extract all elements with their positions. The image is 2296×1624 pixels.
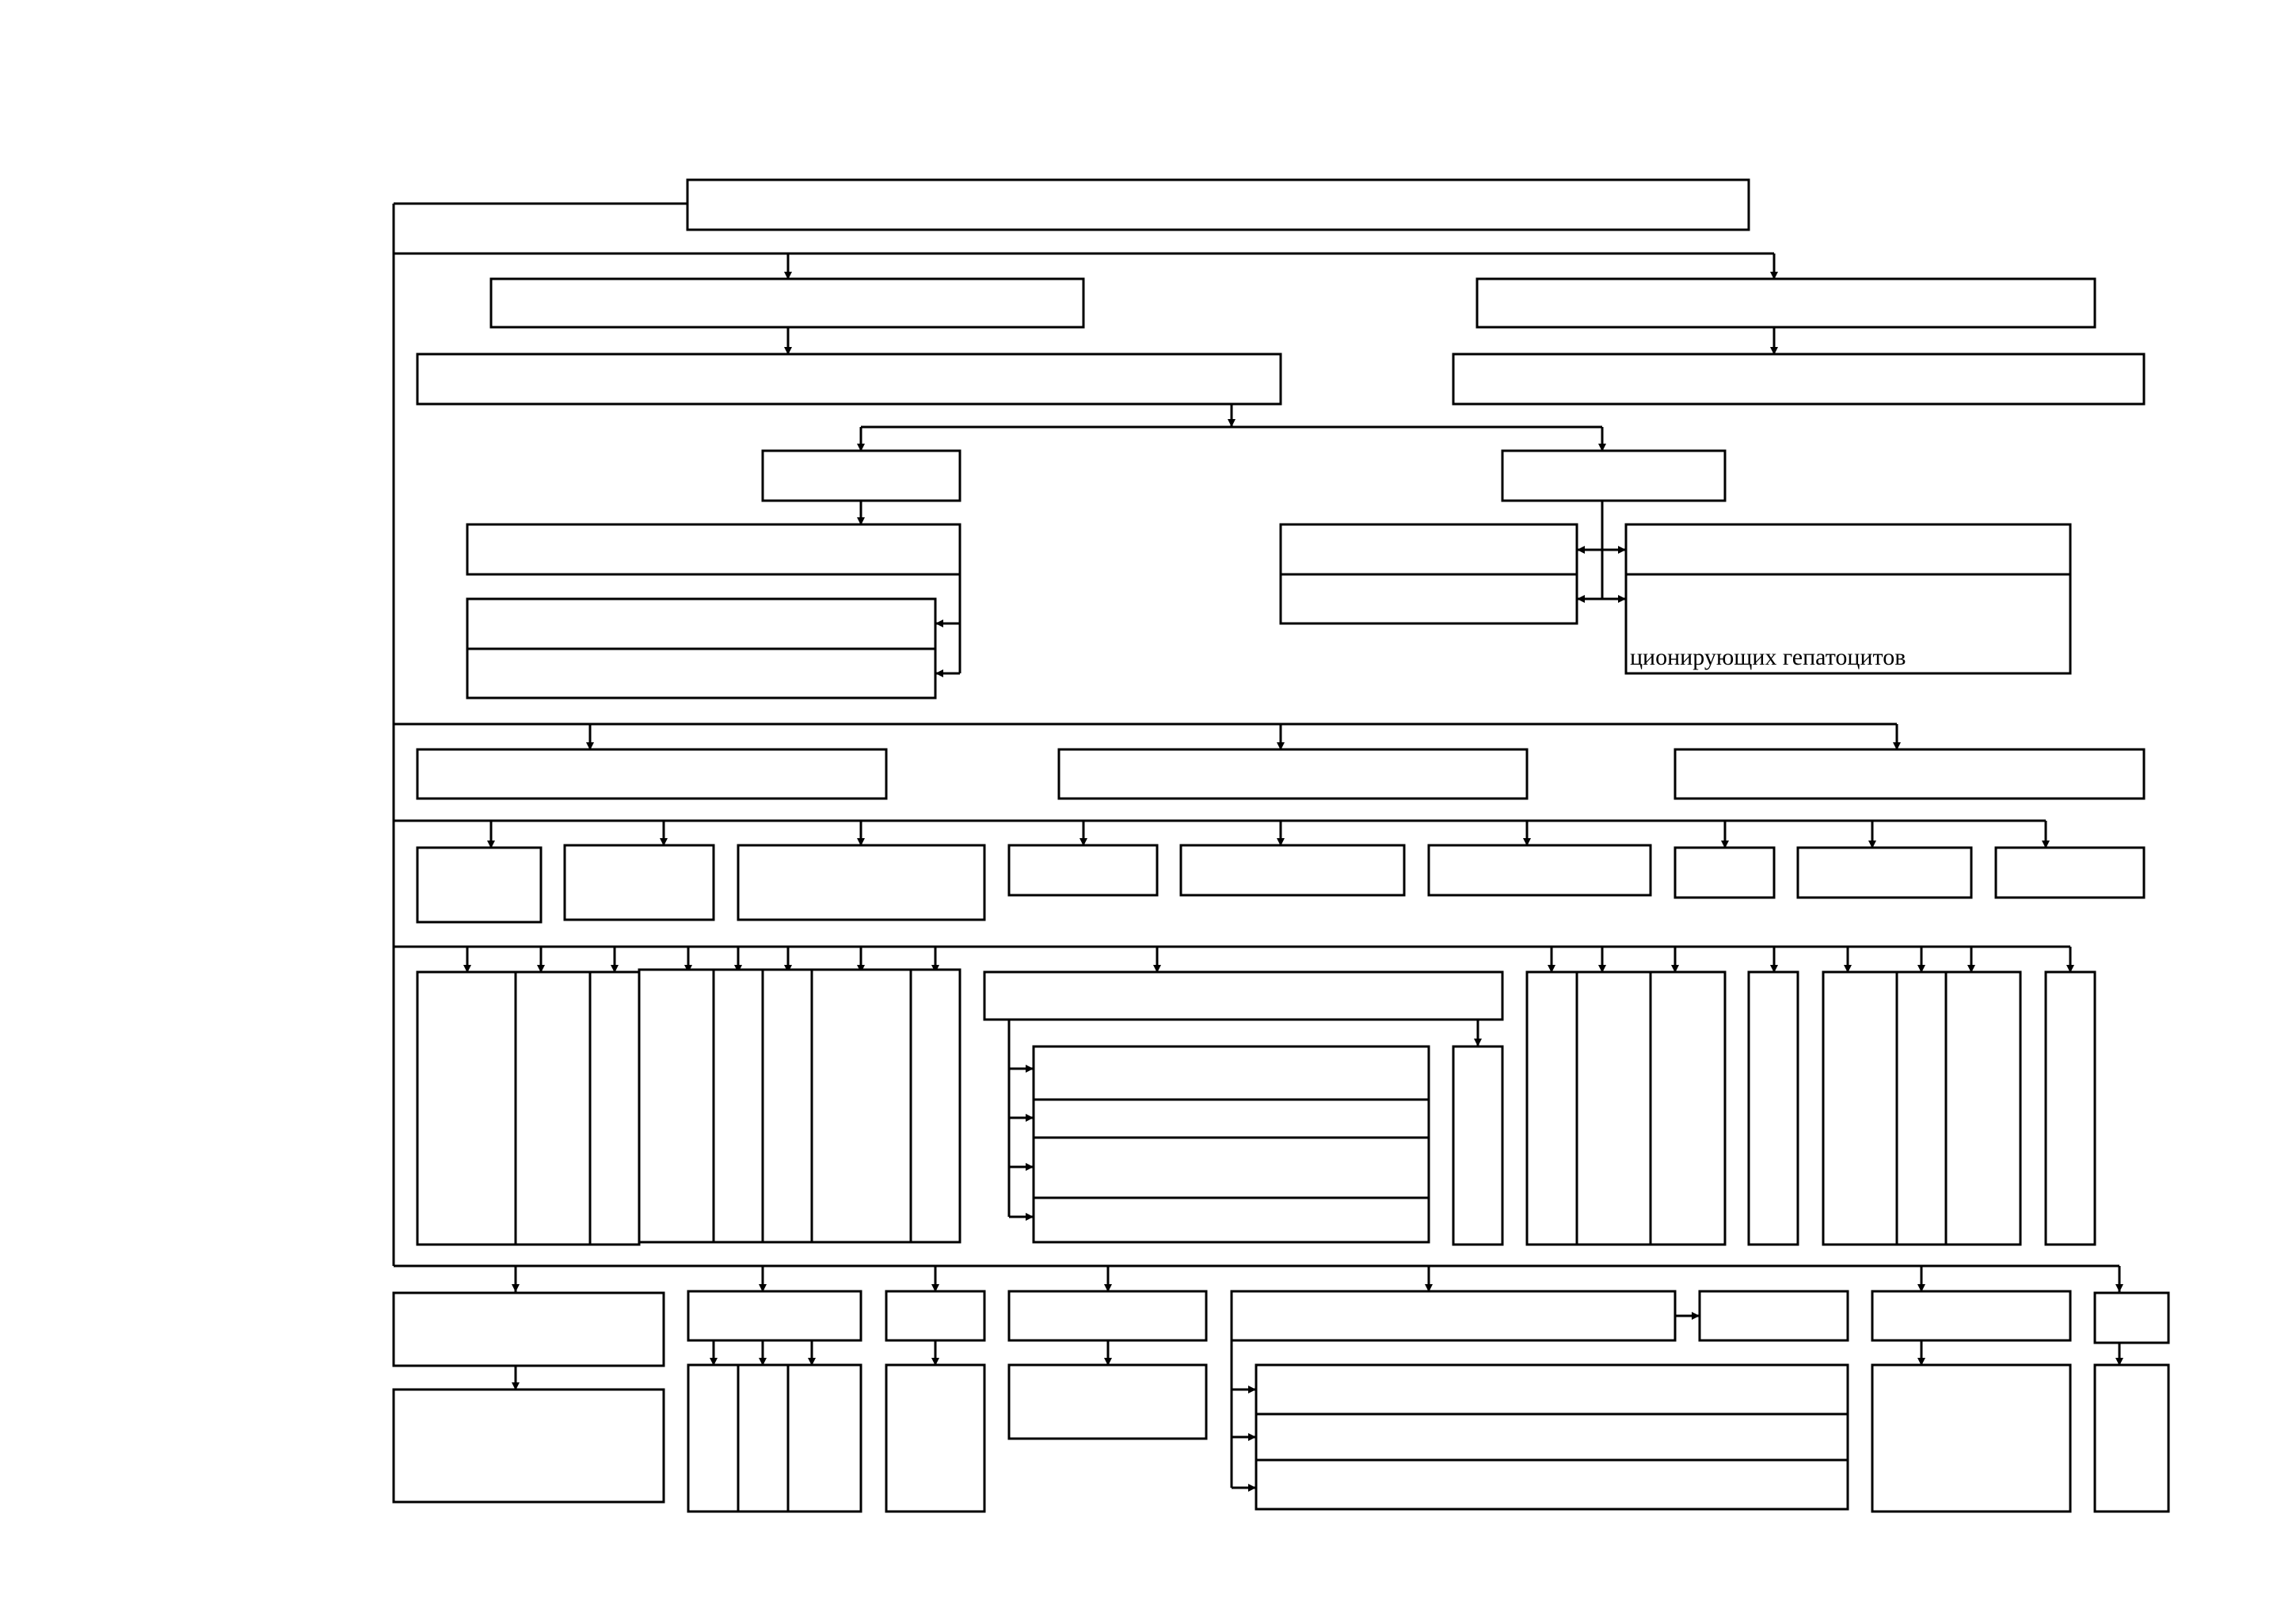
diagram-box-28 — [514, 970, 592, 1246]
diagram-box-48 — [2044, 970, 2096, 1246]
diagram-box-38 — [1032, 1136, 1430, 1199]
diagram-box-50 — [392, 1388, 665, 1504]
diagram-box-40 — [1452, 1045, 1504, 1246]
diagram-box-26 — [1994, 846, 2146, 899]
diagram-box-36 — [1032, 1045, 1430, 1101]
diagram-box-11 — [1279, 523, 1578, 576]
diagram-box-3 — [1475, 277, 2096, 329]
diagram-box-4 — [416, 353, 1282, 406]
diagram-boxes — [392, 178, 2170, 1513]
connector-lines — [392, 202, 2123, 1492]
diagram-box-56 — [885, 1363, 986, 1513]
diagram-box-39 — [1032, 1196, 1430, 1244]
diagram-box-6 — [761, 449, 961, 502]
diagram-box-44 — [1747, 970, 1799, 1246]
box-text-fragment: ционирующих гепатоцитов — [1630, 644, 1906, 670]
diagram-box-12 — [1279, 573, 1578, 625]
diagram-box-58 — [1007, 1363, 1208, 1440]
diagram-box-30 — [638, 968, 715, 1244]
diagram-box-54 — [786, 1363, 862, 1513]
diagram-box-2 — [489, 277, 1085, 329]
diagram-box-15 — [416, 748, 888, 800]
diagram-box-53 — [737, 1363, 790, 1513]
diagram-box-24 — [1673, 846, 1776, 899]
diagram-box-41 — [1525, 970, 1578, 1246]
diagram-box-62 — [1255, 1412, 1849, 1462]
diagram-box-65 — [1871, 1363, 2072, 1513]
diagram-box-25 — [1796, 846, 1973, 899]
diagram-box-59 — [1230, 1290, 1677, 1342]
diagram-box-60 — [1698, 1290, 1849, 1342]
diagram-box-47 — [1944, 970, 2022, 1246]
diagram-box-32 — [761, 968, 813, 1244]
diagram-box-16 — [1057, 748, 1529, 800]
diagram-box-33 — [810, 968, 912, 1244]
diagram-box-55 — [885, 1290, 986, 1342]
diagram-box-45 — [1822, 970, 1898, 1246]
diagram-box-5 — [1452, 353, 2146, 406]
diagram-box-46 — [1895, 970, 1948, 1246]
diagram-box-7 — [1501, 449, 1727, 502]
diagram-box-9 — [466, 597, 937, 650]
diagram-box-34 — [909, 968, 961, 1244]
diagram-box-61 — [1255, 1363, 1849, 1416]
diagram-box-49 — [392, 1291, 665, 1367]
diagram-box-19 — [563, 844, 715, 921]
diagram-box-43 — [1649, 970, 1727, 1246]
diagram-box-8 — [466, 523, 961, 576]
diagram-box-31 — [712, 968, 764, 1244]
diagram-box-64 — [1871, 1290, 2072, 1342]
diagram-box-20 — [737, 844, 986, 921]
diagram-box-29 — [588, 970, 641, 1246]
diagram-box-18 — [416, 846, 543, 924]
diagram-box-35 — [983, 970, 1504, 1021]
diagram-box-17 — [1673, 748, 2146, 800]
diagram-box-23 — [1427, 844, 1652, 897]
diagram-box-63 — [1255, 1458, 1849, 1511]
diagram-box-1 — [686, 178, 1750, 231]
diagram-box-67 — [2093, 1363, 2170, 1513]
diagram-box-66 — [2093, 1291, 2170, 1344]
diagram-box-10 — [466, 647, 937, 700]
diagram-box-51 — [687, 1290, 862, 1342]
diagram-box-42 — [1575, 970, 1652, 1246]
diagram-box-37 — [1032, 1098, 1430, 1139]
diagram-box-13 — [1624, 523, 2072, 576]
diagram-box-27 — [416, 970, 517, 1246]
diagram-box-22 — [1179, 844, 1406, 897]
diagram-box-21 — [1007, 844, 1159, 897]
diagram-box-14 — [1624, 573, 2072, 675]
diagram-box-57 — [1007, 1290, 1208, 1342]
diagram-box-52 — [687, 1363, 740, 1513]
